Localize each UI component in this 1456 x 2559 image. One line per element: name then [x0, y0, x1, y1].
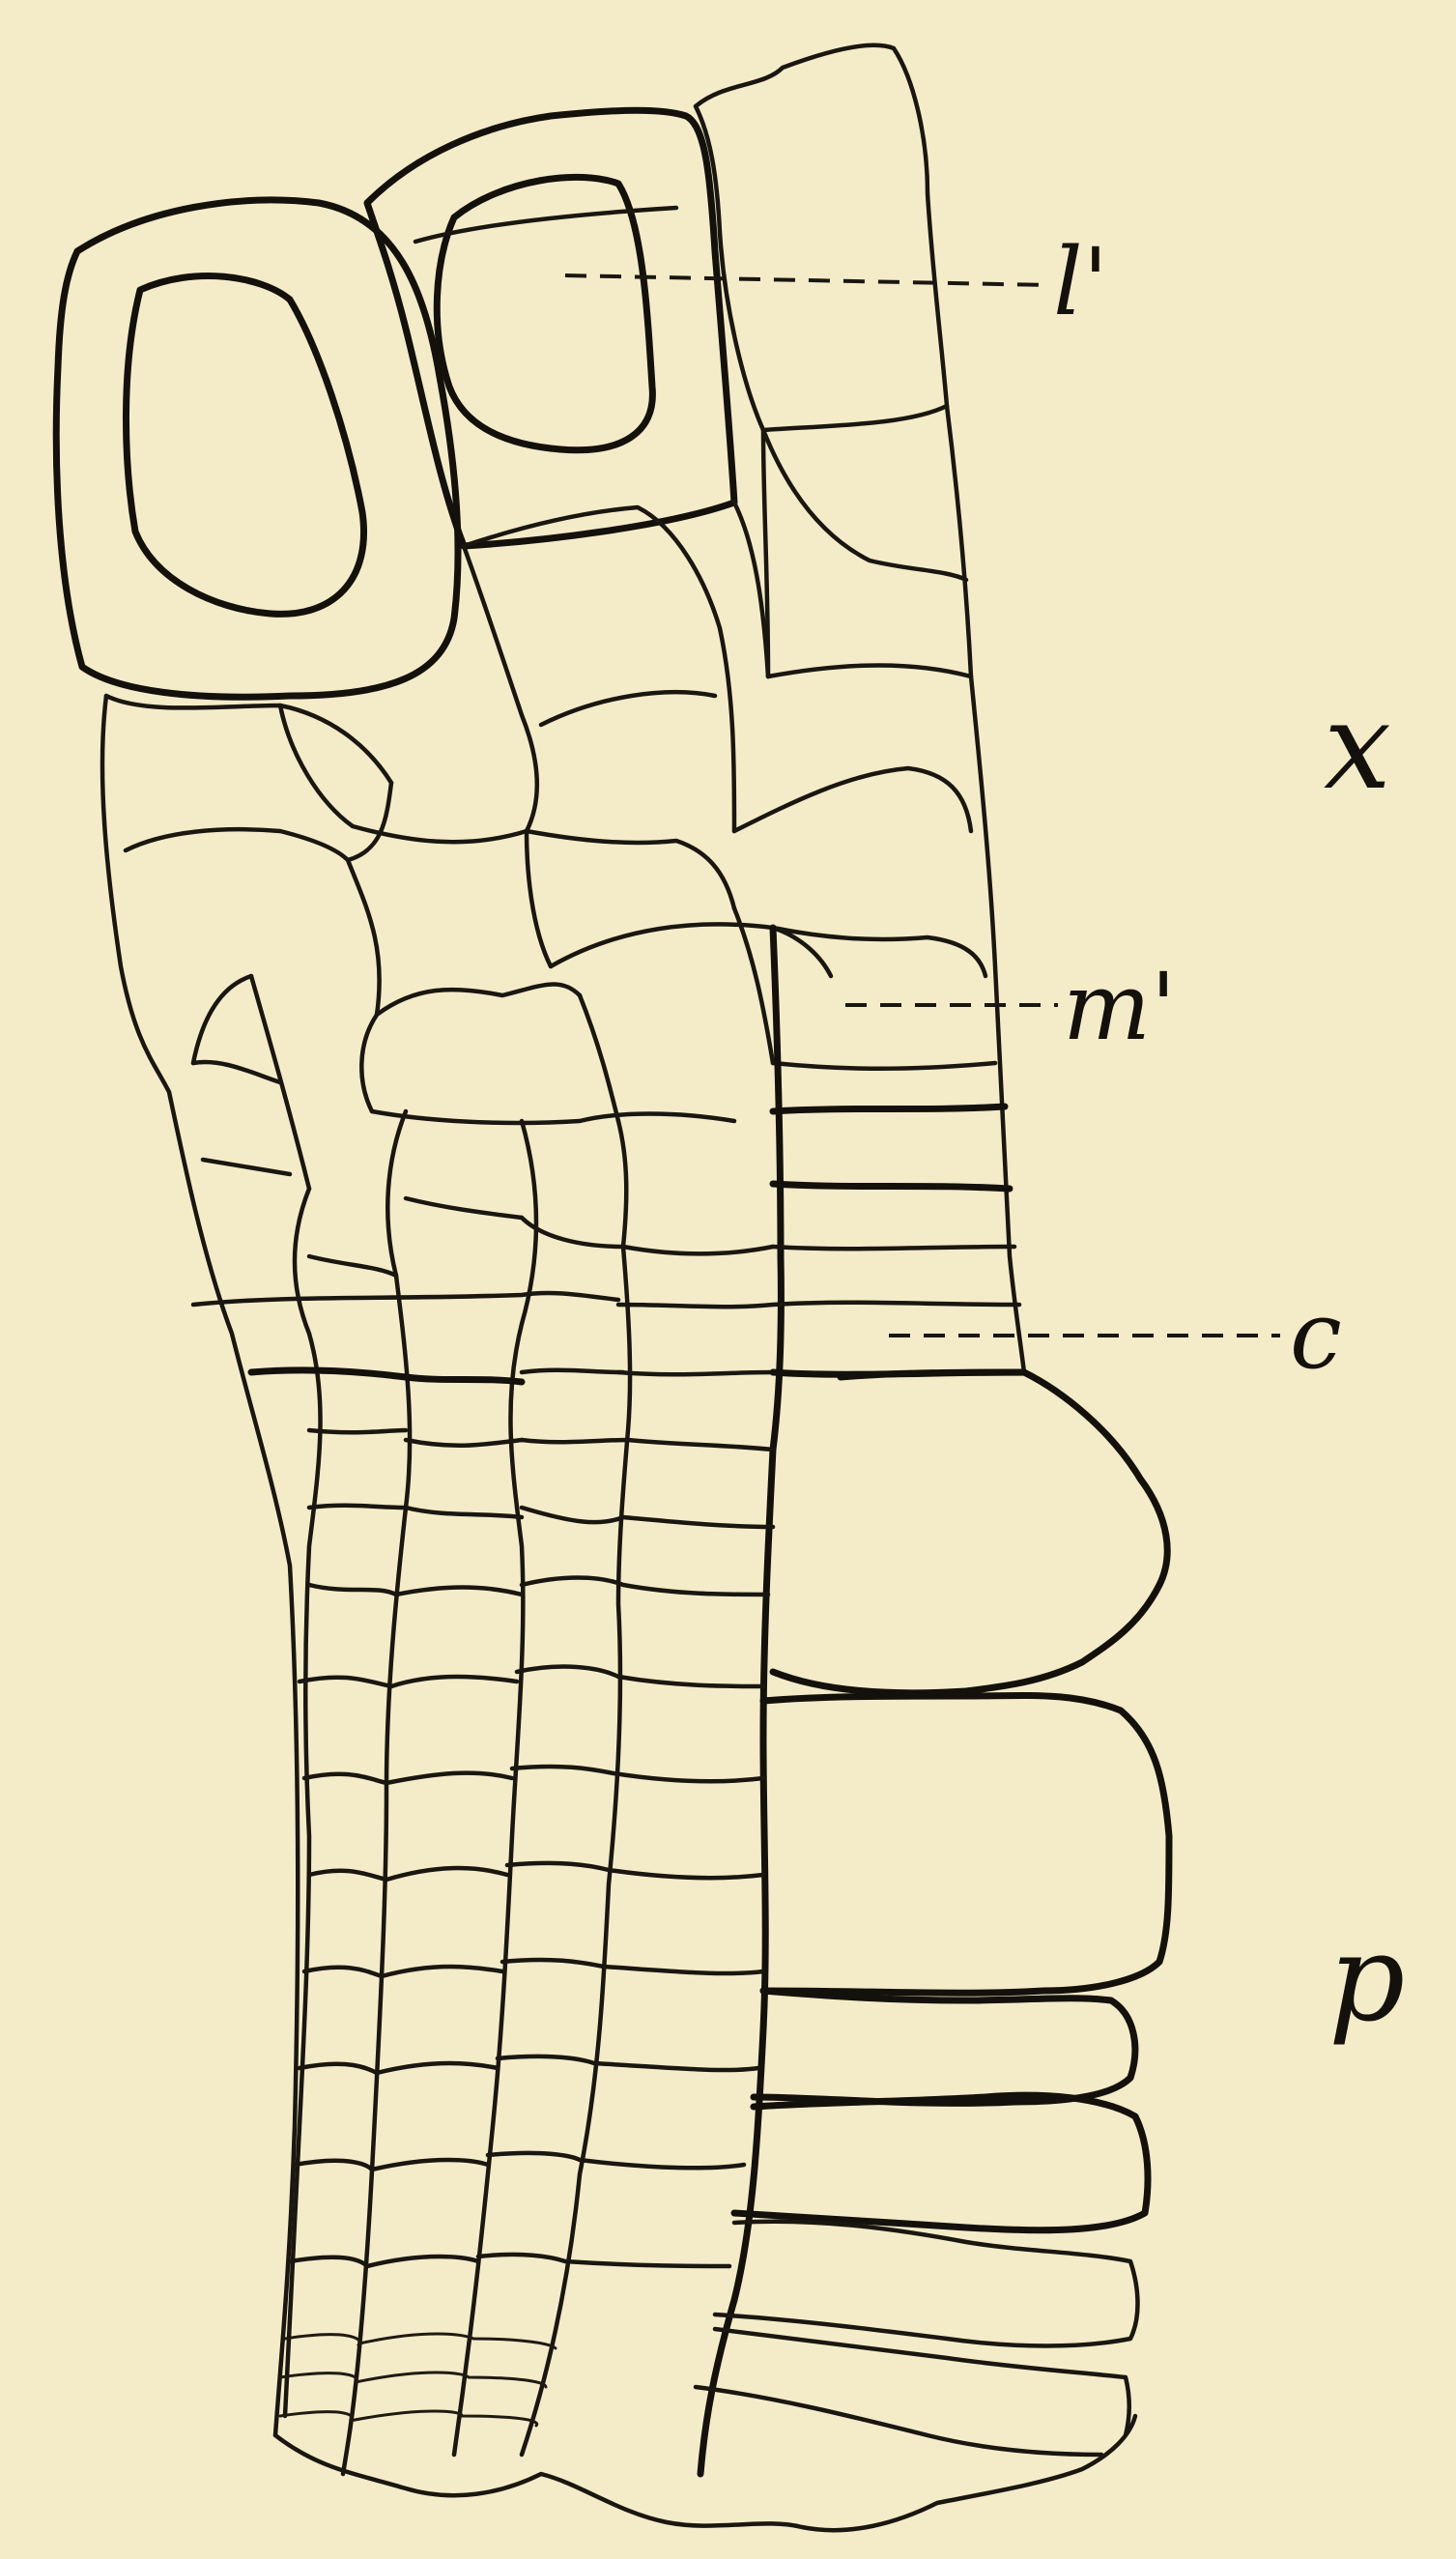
plate-row	[106, 696, 391, 783]
plate-row	[522, 1440, 773, 1450]
plate-row	[367, 2257, 478, 2266]
plate-row	[773, 1184, 1010, 1189]
plate-row	[396, 1588, 522, 1596]
plate-row	[251, 976, 309, 1189]
outline-right-upper	[947, 406, 1024, 1372]
column-outline	[102, 406, 1135, 2530]
plate-row	[280, 2411, 537, 2426]
plate-row	[304, 1774, 386, 1783]
plate-row	[512, 1767, 763, 1781]
plate-row	[377, 984, 580, 1015]
plate-row	[618, 1121, 626, 1247]
plate-row	[348, 783, 391, 860]
plate-row	[773, 1063, 995, 1069]
plate-row	[251, 1370, 522, 1382]
plate-row	[203, 1160, 290, 1174]
leader-l-prime	[565, 275, 1048, 285]
plate-row	[304, 1968, 382, 1976]
suture-c	[343, 1111, 410, 2474]
plate-row	[517, 1667, 763, 1686]
plate-row	[488, 2153, 744, 2168]
plate-row	[406, 1508, 522, 1517]
plate-row	[309, 1256, 396, 1276]
plate-row	[773, 1247, 1014, 1249]
plate-row	[280, 2372, 546, 2387]
plate-row	[377, 2063, 498, 2073]
plate-row	[773, 928, 985, 976]
plate-row	[309, 1871, 386, 1880]
plate-row	[527, 831, 551, 966]
plate-row	[285, 2334, 556, 2348]
plate-row	[541, 692, 715, 725]
plate-row	[193, 1293, 618, 1305]
large-plate-5	[715, 2222, 1138, 2346]
plate-row	[773, 1107, 1005, 1111]
plate-row	[280, 705, 527, 842]
plate-row	[300, 2064, 377, 2073]
vertical-sutures	[285, 928, 781, 2474]
label-c: c	[1290, 1281, 1342, 1390]
plate-row	[768, 665, 971, 676]
plate-row	[527, 831, 734, 908]
outline-left	[102, 696, 298, 2435]
plate-row	[406, 1440, 522, 1446]
plate-row	[507, 1863, 763, 1878]
upper-plates	[106, 430, 995, 1247]
large-plate-4	[734, 2095, 1148, 2230]
plate-row	[734, 908, 773, 1063]
plate-row	[522, 1508, 773, 1527]
plate-row	[478, 2255, 729, 2266]
plate-row	[522, 1578, 768, 1596]
plate-row	[386, 1868, 507, 1880]
plate-row	[464, 546, 537, 831]
labels: l' x m' c p	[1053, 228, 1405, 2049]
top-pore-plates	[56, 45, 947, 697]
plate-row	[361, 1015, 377, 1111]
plate-row	[522, 1370, 623, 1372]
plate-row	[734, 503, 768, 676]
label-x: x	[1324, 677, 1391, 817]
plate-row	[290, 2257, 367, 2266]
plate-row	[126, 829, 348, 860]
top-knob-plate	[696, 45, 947, 430]
large-plate-2	[763, 1695, 1169, 1993]
plate-row	[618, 1303, 1019, 1307]
plate-row	[309, 1430, 406, 1432]
leader-lines	[565, 275, 1280, 1336]
plate-row	[193, 976, 251, 1063]
pore-opening-left	[126, 276, 363, 615]
plate-row	[498, 2056, 758, 2070]
plate-row	[406, 1198, 522, 1218]
plate-row	[763, 430, 966, 580]
label-p: p	[1328, 1910, 1405, 2049]
plate-row	[618, 1372, 773, 1374]
plate-row	[348, 860, 380, 1015]
plate-row	[300, 1678, 391, 1686]
plate-row	[580, 995, 618, 1121]
label-l-prime: l'	[1053, 228, 1108, 336]
large-plate-1	[773, 1372, 1167, 1693]
plate-row	[372, 2160, 488, 2170]
plate-row	[391, 1677, 517, 1686]
large-plate-3	[754, 1991, 1135, 2103]
plate-row	[372, 1111, 734, 1123]
plate-row	[734, 768, 971, 831]
plate-row	[295, 2161, 372, 2170]
label-m-prime: m'	[1063, 953, 1176, 1061]
plate-row	[193, 1062, 280, 1082]
large-plate-7	[696, 2387, 1101, 2455]
plate-row	[386, 1773, 512, 1783]
pore-plate-left	[56, 200, 458, 697]
transverse-rows	[193, 1107, 1024, 2426]
suture-a	[522, 1247, 630, 2455]
plate-row	[382, 1967, 502, 1976]
plate-row	[309, 1585, 396, 1595]
plate-row	[309, 1506, 406, 1508]
plate-row	[623, 1247, 773, 1254]
plate-row	[502, 1960, 763, 1973]
